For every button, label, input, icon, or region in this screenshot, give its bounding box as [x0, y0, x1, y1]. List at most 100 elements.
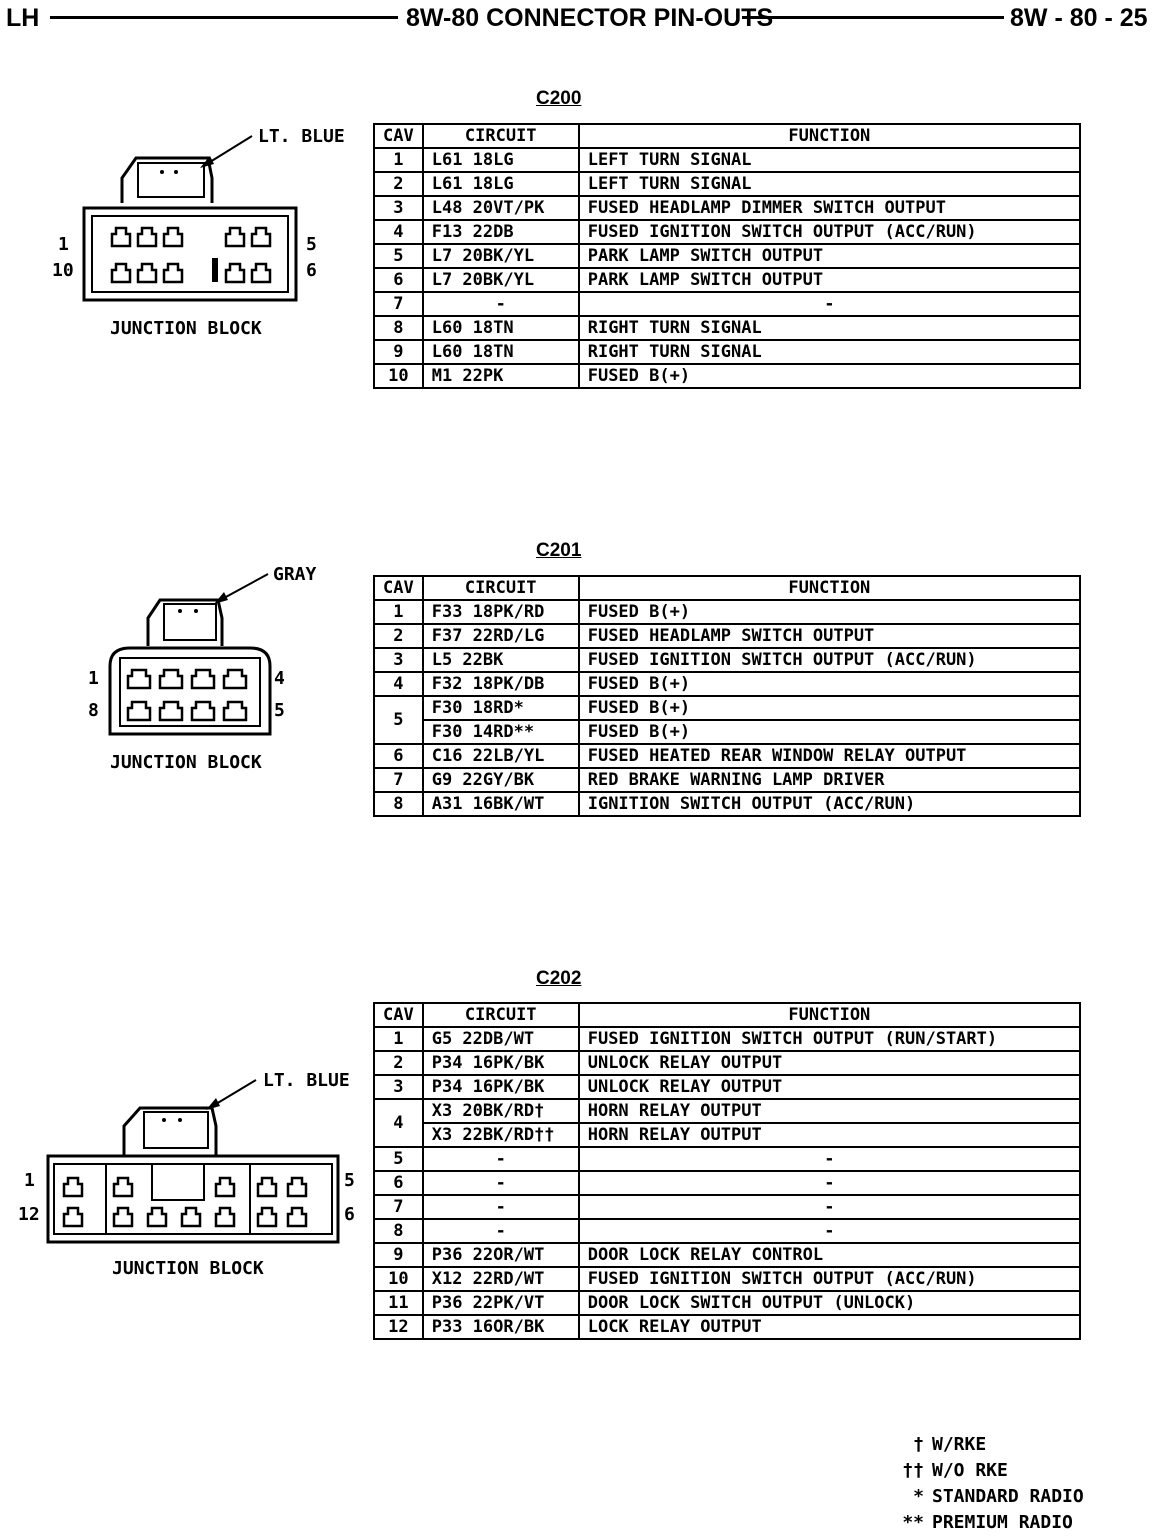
cell-function: FUSED B(+)	[577, 599, 1082, 625]
cell-cav: 2	[373, 171, 424, 197]
cell-cav: 4	[373, 219, 424, 245]
header-rule-right	[742, 16, 1004, 19]
cell-function: HORN RELAY OUTPUT	[577, 1098, 1082, 1124]
cell-function: FUSED IGNITION SWITCH OUTPUT (ACC/RUN)	[577, 647, 1082, 673]
cell-cav: 4	[373, 1098, 424, 1148]
table-row: 5--	[373, 1146, 1082, 1172]
cell-circuit: -	[421, 1170, 580, 1196]
cell-circuit: P34 16PK/BK	[421, 1074, 580, 1100]
cell-circuit: L5 22BK	[421, 647, 580, 673]
cell-circuit: -	[421, 291, 580, 317]
cell-function: PARK LAMP SWITCH OUTPUT	[577, 243, 1082, 269]
cell-circuit: -	[421, 1194, 580, 1220]
cell-cav: 8	[373, 791, 424, 817]
cell-circuit: F37 22RD/LG	[421, 623, 580, 649]
cell-cav: 1	[373, 1026, 424, 1052]
cell-circuit: G5 22DB/WT	[421, 1026, 580, 1052]
legend-item: ** PREMIUM RADIO	[890, 1512, 1084, 1538]
cell-circuit: X3 22BK/RD††	[421, 1122, 580, 1148]
cell-cav: 1	[373, 599, 424, 625]
page-title: 8W-80 CONNECTOR PIN-OUTS	[406, 4, 774, 32]
connector-c202-diagram	[46, 1079, 340, 1244]
cell-cav: 1	[373, 147, 424, 173]
cell-function: LOCK RELAY OUTPUT	[577, 1314, 1082, 1340]
table-row: F30 14RD**FUSED B(+)	[374, 719, 1082, 745]
cell-function: HORN RELAY OUTPUT	[577, 1122, 1082, 1148]
cell-cav: 12	[373, 1314, 424, 1340]
pin-label-top-right: 4	[274, 668, 285, 689]
cell-function: -	[577, 1146, 1082, 1172]
column-header-cav: CAV	[373, 123, 424, 149]
legend-text: PREMIUM RADIO	[932, 1512, 1073, 1533]
column-header-circuit: CIRCUIT	[421, 123, 580, 149]
table-row: 8--	[373, 1218, 1082, 1244]
cell-circuit: X3 20BK/RD†	[421, 1098, 580, 1124]
cell-cav: 6	[373, 1170, 424, 1196]
legend-text: W/RKE	[932, 1434, 987, 1455]
pin-label-top-right: 5	[344, 1170, 355, 1191]
header-left: LH	[6, 4, 40, 32]
cell-circuit: P33 16OR/BK	[421, 1314, 580, 1340]
cell-function: PARK LAMP SWITCH OUTPUT	[577, 267, 1082, 293]
cell-function: UNLOCK RELAY OUTPUT	[577, 1050, 1082, 1076]
table-row: 6--	[373, 1170, 1082, 1196]
cell-circuit: -	[421, 1218, 580, 1244]
cell-function: RIGHT TURN SIGNAL	[577, 339, 1082, 365]
cell-cav: 2	[373, 623, 424, 649]
cell-cav: 10	[373, 363, 424, 389]
legend: †W/RKE††W/O RKE*STANDARD RADIO**PREMIUM …	[890, 1434, 1084, 1538]
cell-cav: 7	[373, 291, 424, 317]
cell-circuit: L48 20VT/PK	[421, 195, 580, 221]
cell-function: FUSED HEADLAMP DIMMER SWITCH OUTPUT	[577, 195, 1082, 221]
cell-circuit: -	[421, 1146, 580, 1172]
cell-circuit: F30 14RD**	[421, 719, 580, 745]
connector-color-label: LT. BLUE	[258, 126, 345, 147]
connector-color-label: GRAY	[273, 564, 317, 585]
table-row: X3 22BK/RD††HORN RELAY OUTPUT	[374, 1122, 1082, 1148]
column-header-cav: CAV	[373, 1002, 424, 1028]
cell-circuit: L7 20BK/YL	[421, 243, 580, 269]
cell-circuit: F33 18PK/RD	[421, 599, 580, 625]
pin-label-top-left: 1	[88, 668, 99, 689]
cell-circuit: L61 18LG	[421, 171, 580, 197]
column-header-circuit: CIRCUIT	[421, 575, 580, 601]
cell-function: LEFT TURN SIGNAL	[577, 147, 1082, 173]
cell-function: FUSED IGNITION SWITCH OUTPUT (ACC/RUN)	[577, 1266, 1082, 1292]
cell-cav: 5	[373, 1146, 424, 1172]
cell-circuit: P36 22PK/VT	[421, 1290, 580, 1316]
cell-cav: 2	[373, 1050, 424, 1076]
junction-block-label: JUNCTION BLOCK	[112, 1258, 264, 1279]
cell-function: DOOR LOCK RELAY CONTROL	[577, 1242, 1082, 1268]
legend-text: W/O RKE	[932, 1460, 1008, 1481]
cell-cav: 7	[373, 767, 424, 793]
cell-function: FUSED B(+)	[577, 719, 1082, 745]
connector-c200-diagram	[82, 135, 298, 302]
legend-symbol: **	[902, 1512, 924, 1533]
header-rule-left	[50, 16, 398, 19]
cell-function: FUSED HEADLAMP SWITCH OUTPUT	[577, 623, 1082, 649]
cell-function: FUSED B(+)	[577, 695, 1082, 721]
cell-circuit: F13 22DB	[421, 219, 580, 245]
cell-cav: 4	[373, 671, 424, 697]
page-number: 8W - 80 - 25	[1010, 4, 1148, 32]
cell-circuit: L60 18TN	[421, 315, 580, 341]
cell-cav: 3	[373, 1074, 424, 1100]
cell-function: RIGHT TURN SIGNAL	[577, 315, 1082, 341]
connector-color-label: LT. BLUE	[263, 1070, 350, 1091]
cell-function: RED BRAKE WARNING LAMP DRIVER	[577, 767, 1082, 793]
